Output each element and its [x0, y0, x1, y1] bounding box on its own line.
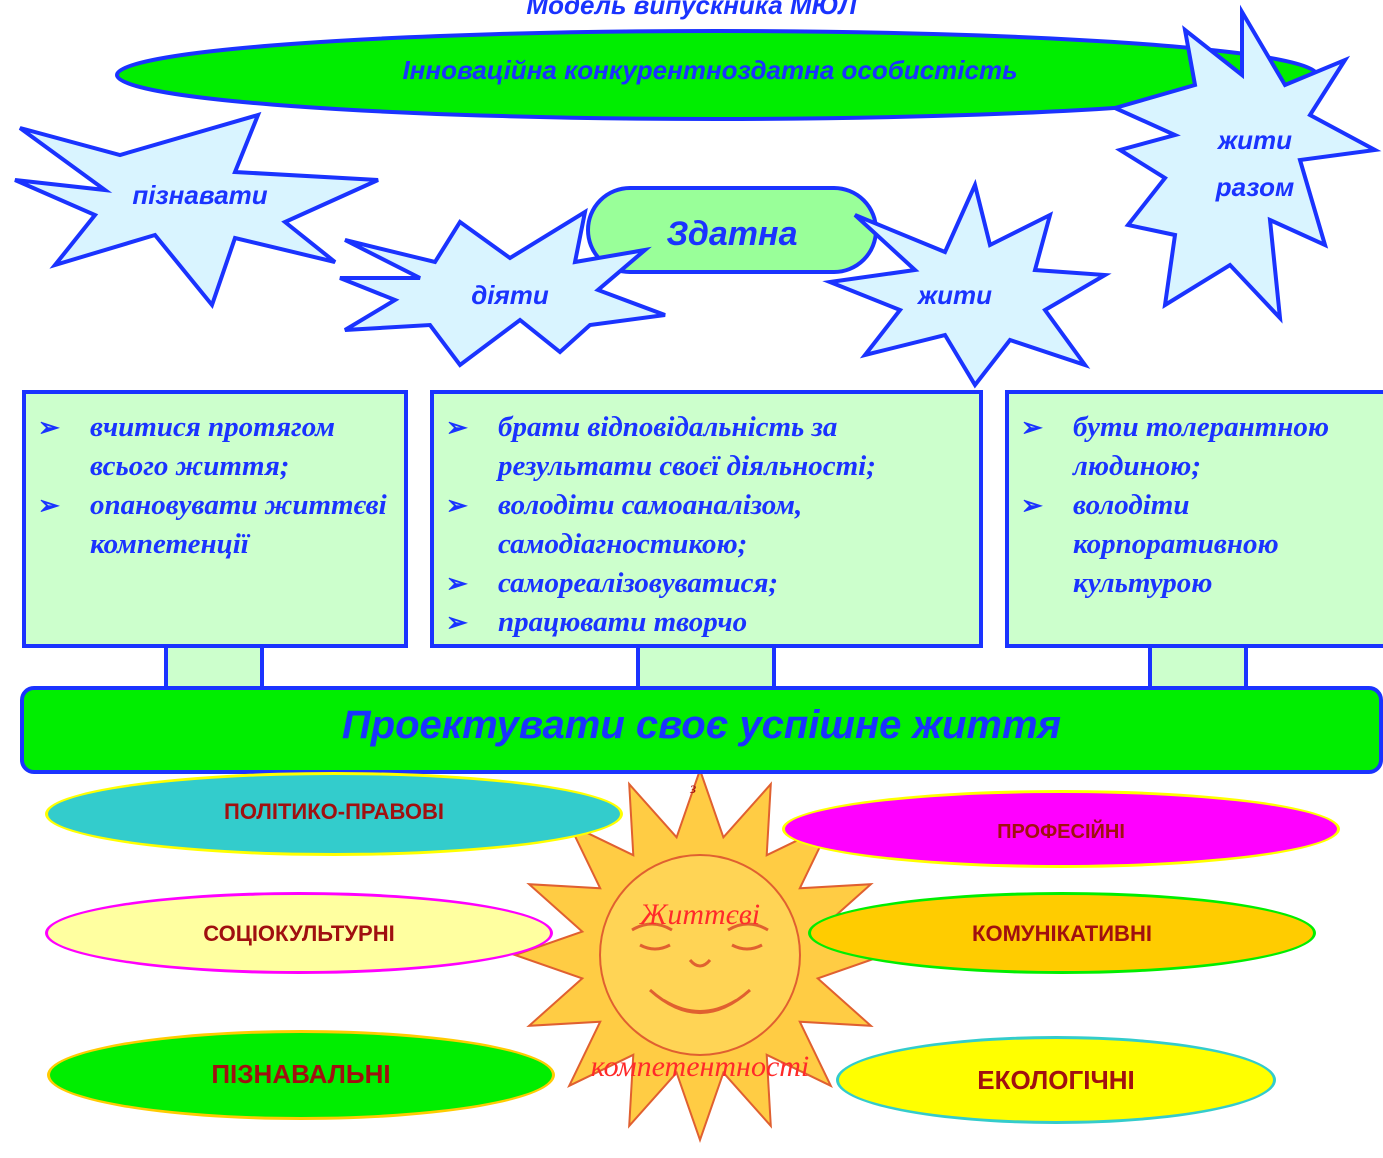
arrow-bullet-icon: ➢ [1021, 491, 1043, 520]
star-do-shape [339, 207, 666, 368]
oval-professional-label: ПРОФЕСІЙНІ [997, 821, 1125, 843]
box-do: ➢брати відповідальність за результати св… [430, 390, 983, 648]
list-item: ➢самореалізовуватися; [446, 564, 973, 603]
arrow-bullet-icon: ➢ [38, 413, 60, 442]
center-pill-label: Здатна [666, 215, 798, 253]
arrow-bullet-icon: ➢ [446, 569, 468, 598]
sun-label-top: Життєві [639, 898, 761, 931]
star-live-shape [822, 178, 1112, 389]
star-together-label-1: жити [1217, 125, 1293, 155]
oval-political-legal: ПОЛІТИКО-ПРАВОВІ [45, 772, 623, 856]
star-do-label: діяти [471, 280, 549, 310]
box-know: ➢вчитися протягом всього життя; ➢опанову… [22, 390, 408, 648]
oval-cognitive-label: ПІЗНАВАЛЬНІ [211, 1059, 391, 1089]
oval-political-legal-label: ПОЛІТИКО-ПРАВОВІ [224, 799, 444, 824]
list-item: ➢вчитися протягом всього життя; [38, 408, 398, 486]
list-item: ➢опановувати життєві компетенції [38, 486, 398, 564]
list-item: ➢бути толерантною людиною; [1021, 408, 1377, 486]
star-together-shape [1109, 4, 1382, 324]
oval-cognitive: ПІЗНАВАЛЬНІ [47, 1030, 555, 1120]
star-know-label: пізнавати [132, 180, 268, 210]
main-bar-label: Проектувати своє успішне життя [341, 703, 1062, 747]
arrow-bullet-icon: ➢ [38, 491, 60, 520]
page-title: Модель випускника МЮЛ [526, 0, 857, 20]
arrow-bullet-icon: ➢ [446, 413, 468, 442]
box-live: ➢бути толерантною людиною; ➢володіти кор… [1005, 390, 1383, 648]
oval-communicative-label: КОМУНІКАТИВНІ [972, 921, 1152, 946]
top-oval-label: Інноваційна конкурентноздатна особистіст… [402, 55, 1018, 85]
list-item: ➢працювати творчо [446, 603, 973, 642]
list-item: ➢брати відповідальність за результати св… [446, 408, 973, 486]
oval-ecological: ЕКОЛОГІЧНІ [836, 1036, 1276, 1124]
oval-sociocultural-label: СОЦІОКУЛЬТУРНІ [203, 921, 395, 946]
oval-ecological-label: ЕКОЛОГІЧНІ [977, 1065, 1135, 1095]
list-item: ➢володіти корпоративною культурою [1021, 486, 1377, 603]
list-item: ➢володіти самоаналізом, самодіагностикою… [446, 486, 973, 564]
sun-label-bottom: компетентності [590, 1050, 810, 1083]
star-live-label: жити [917, 280, 993, 310]
sun-small-label: з [690, 780, 697, 797]
sun-graphic [511, 766, 889, 1144]
arrow-bullet-icon: ➢ [446, 608, 468, 637]
oval-sociocultural: СОЦІОКУЛЬТУРНІ [45, 892, 553, 974]
main-bar [20, 686, 1383, 774]
star-know-shape [14, 111, 379, 310]
oval-communicative: КОМУНІКАТИВНІ [808, 892, 1316, 974]
oval-professional: ПРОФЕСІЙНІ [782, 790, 1340, 868]
star-together-label-2: разом [1215, 172, 1295, 202]
arrow-bullet-icon: ➢ [1021, 413, 1043, 442]
arrow-bullet-icon: ➢ [446, 491, 468, 520]
